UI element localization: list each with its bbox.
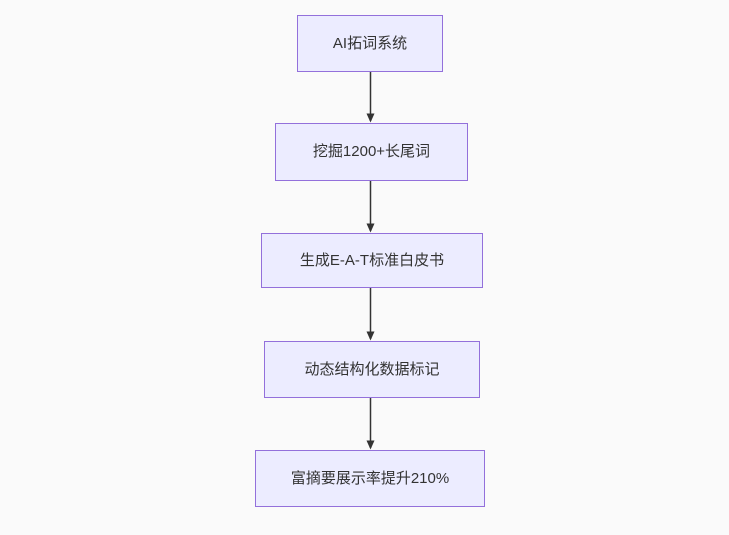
node-label: AI拓词系统 bbox=[332, 34, 408, 52]
node-structured-data-markup: 动态结构化数据标记 bbox=[264, 341, 480, 398]
node-eat-whitepaper: 生成E-A-T标准白皮书 bbox=[261, 233, 483, 288]
node-label: 动态结构化数据标记 bbox=[304, 360, 440, 378]
node-label: 生成E-A-T标准白皮书 bbox=[299, 251, 445, 269]
node-ai-keyword-system: AI拓词系统 bbox=[297, 15, 443, 72]
node-label: 挖掘1200+长尾词 bbox=[312, 143, 431, 160]
node-longtail-mining: 挖掘1200+长尾词 bbox=[275, 123, 468, 181]
node-label: 富摘要展示率提升210% bbox=[290, 469, 450, 487]
node-rich-snippet-result: 富摘要展示率提升210% bbox=[255, 450, 485, 507]
